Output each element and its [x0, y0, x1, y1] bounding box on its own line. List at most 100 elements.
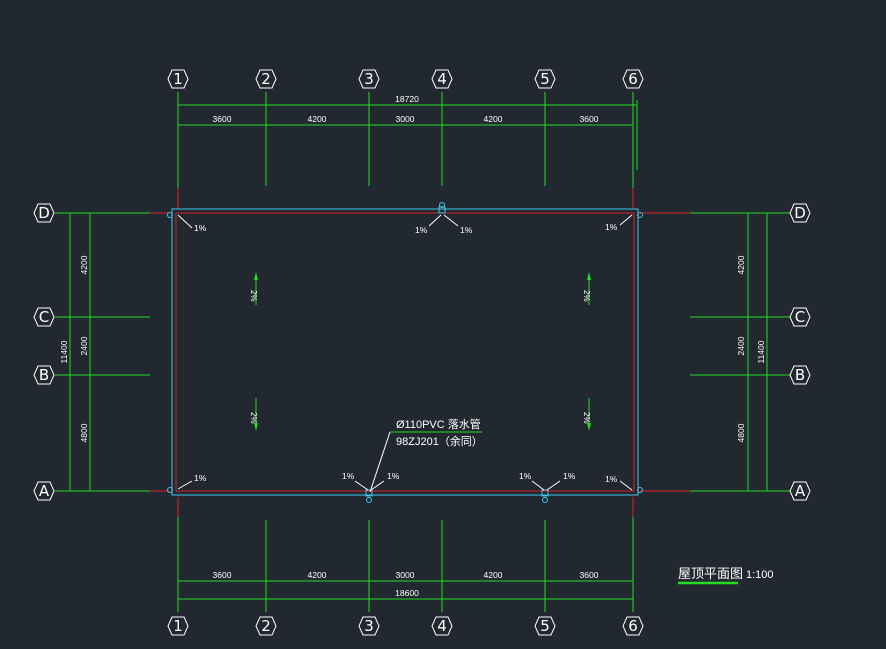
left-total-dimension: 11400 — [59, 340, 69, 363]
drain-bottom-right — [637, 487, 643, 493]
axis-bubble-top-2: 2 — [255, 69, 277, 89]
axis-bubble-top-5: 5 — [534, 69, 556, 89]
axis-bubble-left-A: A — [33, 481, 55, 501]
svg-text:4: 4 — [437, 70, 447, 88]
drawing-scale: 1:100 — [746, 569, 774, 581]
svg-text:5: 5 — [540, 70, 550, 88]
drain-top-left — [167, 212, 173, 218]
drawing-title: 屋顶平面图 — [678, 566, 743, 581]
axis-bubble-top-1: 1 — [167, 69, 189, 89]
drawing-title-block: 屋顶平面图 1:100 — [678, 566, 774, 585]
slope-label-b5-right: 1% — [563, 471, 576, 481]
drain-note-line2: 98ZJ201（余同） — [396, 434, 483, 448]
slope-label-tm-left: 1% — [415, 225, 428, 235]
axis-bubble-bottom-6: 6 — [622, 616, 644, 636]
right-total-dimension: 11400 — [756, 340, 766, 363]
axis-bubble-left-B: B — [33, 365, 55, 385]
svg-text:C: C — [795, 308, 805, 326]
slope-label-br: 1% — [605, 474, 618, 484]
svg-text:3: 3 — [364, 70, 374, 88]
svg-text:B: B — [795, 366, 805, 384]
svg-text:3: 3 — [364, 617, 374, 635]
axis-bubble-right-A: A — [789, 481, 811, 501]
slope-label-tl: 1% — [194, 223, 207, 233]
svg-text:5: 5 — [540, 617, 550, 635]
bottom-total-dimension: 18600 — [395, 588, 419, 598]
slope-2pct-right-lower: 2% — [582, 412, 591, 424]
left-span-3: 4800 — [79, 423, 89, 442]
vertical-axis-lines — [177, 92, 638, 612]
top-span-3: 3000 — [396, 114, 415, 124]
drain-note-line1: Ø110PVC 落水管 — [396, 417, 481, 431]
left-span-1: 4200 — [79, 255, 89, 274]
axis-bubble-right-B: B — [789, 365, 811, 385]
svg-text:6: 6 — [628, 70, 638, 88]
right-span-2: 2400 — [736, 336, 746, 355]
slope-label-b3-left: 1% — [342, 471, 355, 481]
slope-2pct-left-upper: 2% — [249, 290, 258, 302]
drain-top-right — [637, 212, 643, 218]
bottom-span-2: 4200 — [308, 570, 327, 580]
axis-bubble-bottom-4: 4 — [431, 616, 453, 636]
axis-bubbles-top: 1 2 3 4 5 6 — [167, 69, 644, 89]
axis-bubble-left-C: C — [33, 307, 55, 327]
bottom-span-3: 3000 — [396, 570, 415, 580]
svg-text:1: 1 — [173, 617, 183, 635]
axis-bubbles-right: D C B A — [789, 203, 811, 501]
slope-2pct-right-upper: 2% — [582, 290, 591, 302]
bottom-dimension-chain: 3600 4200 3000 4200 3600 18600 — [178, 570, 633, 600]
axis-bubble-top-3: 3 — [358, 69, 380, 89]
slope-label-b3-right: 1% — [387, 471, 400, 481]
roof-outline — [171, 208, 639, 496]
svg-text:1: 1 — [173, 70, 183, 88]
red-axis-extensions — [150, 188, 690, 517]
slope-arrows-1pct: 1% 1% 1% 1% 1% 1% 1% 1% 1% 1% — [177, 214, 633, 491]
top-span-4: 4200 — [484, 114, 503, 124]
slope-label-b5-left: 1% — [519, 471, 532, 481]
right-span-3: 4800 — [736, 423, 746, 442]
svg-text:A: A — [795, 482, 806, 500]
slope-arrows-2pct: 2% 2% 2% 2% — [249, 272, 591, 431]
slope-label-bl: 1% — [194, 473, 207, 483]
slope-label-tm-right: 1% — [460, 225, 473, 235]
horizontal-axis-lines — [55, 212, 790, 492]
slope-label-tr: 1% — [605, 222, 618, 232]
bottom-span-1: 3600 — [213, 570, 232, 580]
drain-bottom-left — [167, 487, 173, 493]
svg-text:C: C — [39, 308, 49, 326]
svg-text:4: 4 — [437, 617, 447, 635]
axis-bubble-top-4: 4 — [431, 69, 453, 89]
axis-bubble-bottom-5: 5 — [534, 616, 556, 636]
right-span-1: 4200 — [736, 255, 746, 274]
right-dimension-chain: 4200 2400 4800 11400 — [736, 213, 768, 491]
svg-text:2: 2 — [261, 617, 271, 635]
axis-bubbles-bottom: 1 2 3 4 5 6 — [167, 616, 644, 636]
axis-bubble-bottom-1: 1 — [167, 616, 189, 636]
left-dimension-chain: 4200 2400 4800 11400 — [59, 213, 91, 491]
svg-text:2: 2 — [261, 70, 271, 88]
left-span-2: 2400 — [79, 336, 89, 355]
drain-bottom-5 — [542, 497, 548, 503]
bottom-span-4: 4200 — [484, 570, 503, 580]
svg-text:A: A — [39, 482, 50, 500]
svg-text:B: B — [39, 366, 49, 384]
top-dimension-chain: 18720 3600 4200 3000 4200 3600 — [178, 94, 637, 126]
svg-text:6: 6 — [628, 617, 638, 635]
top-total-dimension: 18720 — [395, 94, 419, 104]
svg-text:D: D — [38, 204, 50, 222]
slope-2pct-left-lower: 2% — [249, 412, 258, 424]
axis-bubble-left-D: D — [33, 203, 55, 223]
axis-bubble-top-6: 6 — [622, 69, 644, 89]
bottom-span-5: 3600 — [580, 570, 599, 580]
axis-bubble-bottom-3: 3 — [358, 616, 380, 636]
axis-bubble-bottom-2: 2 — [255, 616, 277, 636]
drain-pipe-note: Ø110PVC 落水管 98ZJ201（余同） — [369, 417, 483, 493]
drain-bottom-3 — [366, 497, 372, 503]
axis-bubble-right-C: C — [789, 307, 811, 327]
drain-points — [167, 202, 643, 503]
axis-bubble-right-D: D — [789, 203, 811, 223]
axis-bubbles-left: D C B A — [33, 203, 55, 501]
top-span-2: 4200 — [308, 114, 327, 124]
top-span-1: 3600 — [213, 114, 232, 124]
